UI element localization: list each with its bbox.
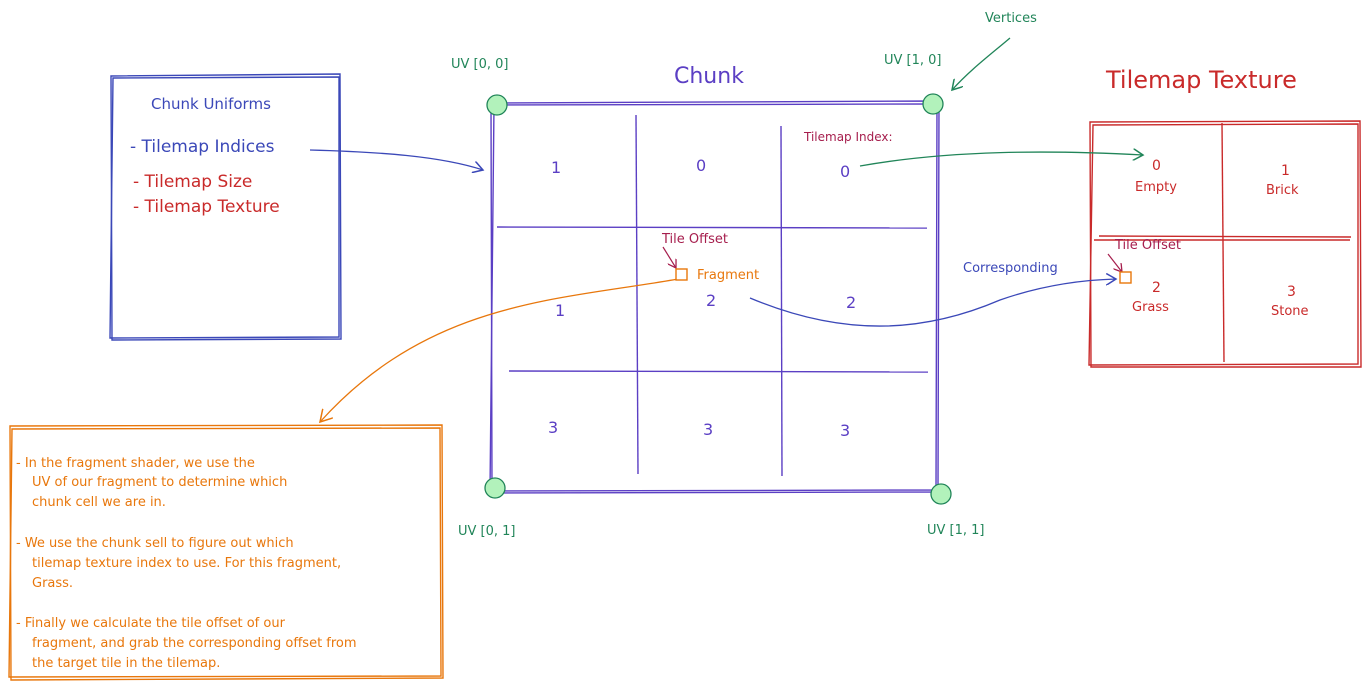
uv-bottom-left: UV [0, 1]: [458, 524, 516, 539]
vertices-label: Vertices: [985, 11, 1037, 26]
tilemap-title: Tilemap Texture: [1106, 66, 1297, 94]
note-line: chunk cell we are in.: [32, 495, 166, 510]
chunk-tile-offset-arrow: [662, 246, 676, 268]
tile-offset-square: [1119, 271, 1132, 284]
chunk-cell-2: 0: [840, 162, 851, 181]
fragment-square: [675, 268, 688, 281]
vertices-arrow: [952, 37, 1011, 90]
chunk-cell-8: 3: [840, 421, 851, 440]
tilemap-index-label: Tilemap Index:: [804, 130, 893, 144]
note-box: [8, 424, 444, 681]
fragment-label: Fragment: [697, 268, 760, 283]
tile-2-name: Grass: [1132, 300, 1169, 315]
corresponding-arrow: [749, 279, 1116, 327]
tile-1-index: 1: [1281, 163, 1290, 179]
note-line: fragment, and grab the corresponding off…: [32, 636, 357, 651]
uniform-item-indices: - Tilemap Indices: [130, 137, 275, 157]
chunk-cell-1: 0: [696, 156, 707, 175]
chunk-cell-3: 1: [555, 301, 566, 320]
uniforms-title: Chunk Uniforms: [151, 95, 271, 113]
fragment-note-arrow: [320, 278, 679, 422]
uniform-item-size: - Tilemap Size: [133, 172, 253, 192]
uniforms-arrow: [309, 149, 483, 170]
note-line: - Finally we calculate the tile offset o…: [16, 616, 285, 631]
tile-0-index: 0: [1152, 158, 1161, 174]
chunk-cell-6: 3: [548, 418, 559, 437]
vertex-markers: [484, 93, 952, 505]
tile-0-name: Empty: [1135, 180, 1177, 195]
chunk-cell-4: 2: [706, 291, 717, 310]
vertex-top-right: [922, 93, 944, 115]
tilemap-grid: [1088, 120, 1362, 368]
uniform-item-texture: - Tilemap Texture: [133, 197, 280, 217]
corresponding-label: Corresponding: [963, 261, 1058, 276]
uv-top-left: UV [0, 0]: [451, 57, 509, 72]
tilemap-index-arrow: [859, 152, 1143, 167]
uv-bottom-right: UV [1, 1]: [927, 523, 985, 538]
vertex-bottom-left: [484, 477, 506, 499]
note-line: - We use the chunk sell to figure out wh…: [16, 536, 294, 551]
uniforms-box: [109, 73, 342, 341]
tile-3-index: 3: [1287, 284, 1296, 300]
note-line: - In the fragment shader, we use the: [16, 456, 255, 471]
chunk-cell-5: 2: [846, 293, 857, 312]
tilemap-tile-offset-arrow: [1107, 253, 1122, 272]
tile-2-index: 2: [1152, 280, 1161, 296]
tile-3-name: Stone: [1271, 304, 1309, 319]
chunk-cell-0: 1: [551, 158, 562, 177]
note-line: UV of our fragment to determine which: [32, 475, 288, 490]
note-line: the target tile in the tilemap.: [32, 656, 221, 671]
chunk-tile-offset-label: Tile Offset: [662, 232, 728, 247]
note-line: Grass.: [32, 576, 74, 591]
chunk-cell-7: 3: [703, 420, 714, 439]
note-line: tilemap texture index to use. For this f…: [32, 556, 342, 571]
tilemap-tile-offset-label: Tile Offset: [1115, 238, 1181, 253]
vertex-bottom-right: [930, 483, 952, 505]
vertex-top-left: [486, 94, 508, 116]
tile-1-name: Brick: [1266, 183, 1299, 198]
uv-top-right: UV [1, 0]: [884, 53, 942, 68]
chunk-title: Chunk: [674, 64, 744, 89]
